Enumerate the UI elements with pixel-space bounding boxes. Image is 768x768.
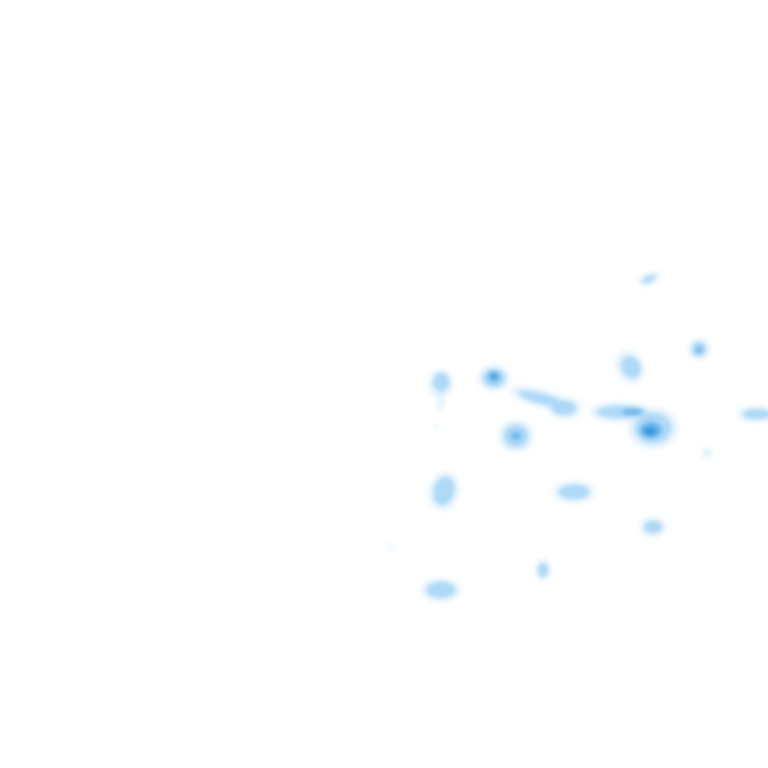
- density-blob: [518, 391, 566, 407]
- density-blob: [433, 477, 455, 505]
- density-blob: [703, 447, 711, 459]
- density-blob: [622, 409, 642, 415]
- density-blob: [438, 396, 444, 410]
- density-halo-layer: [387, 272, 768, 601]
- density-blob: [433, 373, 449, 391]
- density-mid-layer: [427, 274, 768, 598]
- density-blob: [387, 545, 395, 549]
- density-blob: [743, 409, 768, 419]
- density-blob: [552, 401, 576, 415]
- density-blob: [621, 356, 641, 378]
- density-blob: [433, 425, 439, 429]
- density-peak-layer: [491, 374, 656, 435]
- density-blob: [491, 374, 497, 378]
- density-blob: [644, 427, 656, 435]
- density-blob: [696, 347, 702, 353]
- density-blob: [538, 563, 548, 577]
- density-blob: [427, 582, 455, 598]
- density-blob: [559, 485, 589, 499]
- density-blob: [644, 521, 662, 533]
- density-blob: [642, 274, 656, 284]
- density-blob: [511, 432, 521, 440]
